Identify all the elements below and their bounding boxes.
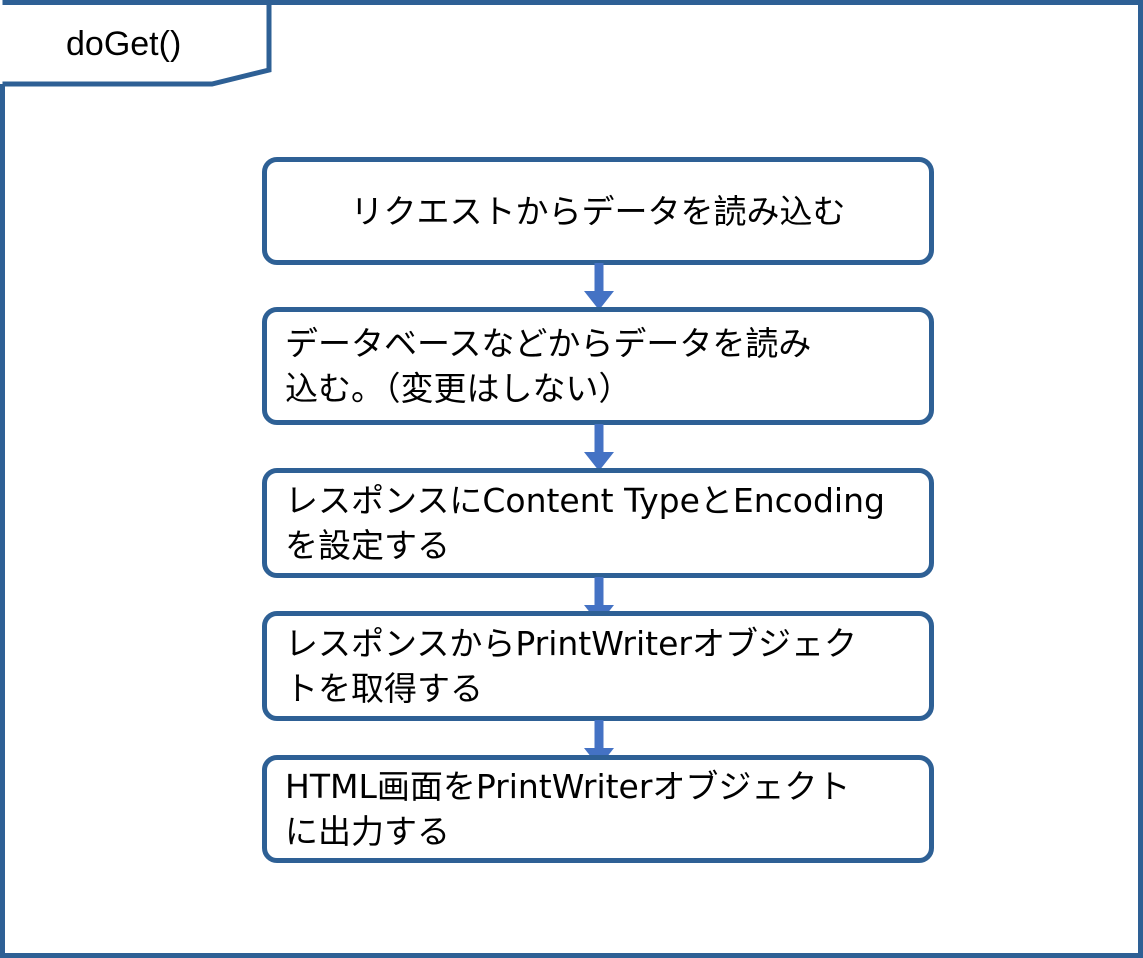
flow-step-2[interactable]: データベースなどからデータを読み 込む。（変更はしない） (262, 307, 934, 425)
frame-tab-outline (2, 0, 272, 87)
flow-step-2-label: データベースなどからデータを読み 込む。（変更はしない） (285, 324, 812, 408)
frame-tab-label: doGet() (66, 25, 182, 63)
flow-step-4[interactable]: レスポンスからPrintWriterオブジェク トを取得する (262, 611, 934, 721)
flow-step-1-label: リクエストからデータを読み込む (350, 191, 846, 231)
flow-step-1[interactable]: リクエストからデータを読み込む (262, 157, 934, 265)
flow-arrow-1 (584, 263, 614, 310)
flow-arrow-2 (584, 424, 614, 471)
flow-step-5[interactable]: HTML画面をPrintWriterオブジェクト に出力する (262, 755, 934, 863)
flow-step-5-label: HTML画面をPrintWriterオブジェクト に出力する (285, 767, 851, 851)
flow-step-3[interactable]: レスポンスにContent TypeとEncoding を設定する (262, 468, 934, 578)
flow-step-4-label: レスポンスからPrintWriterオブジェク トを取得する (285, 624, 857, 708)
flow-step-3-label: レスポンスにContent TypeとEncoding を設定する (285, 481, 885, 565)
